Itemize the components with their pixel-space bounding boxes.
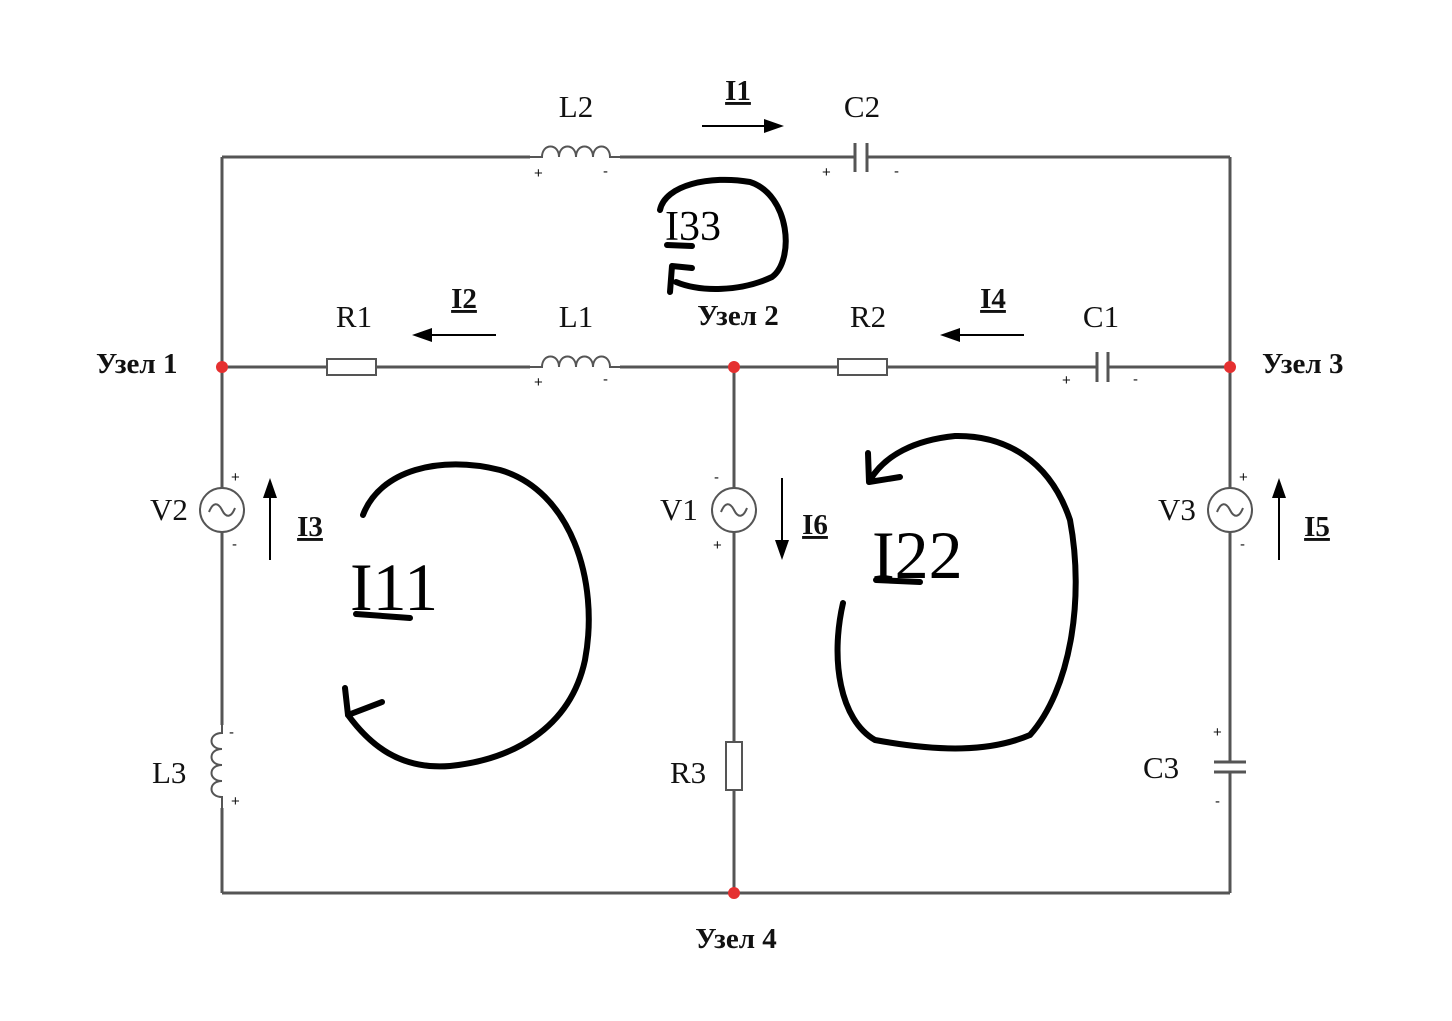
inductor-l3: - +	[210, 724, 240, 810]
l2-minus: -	[603, 163, 608, 180]
l1-minus: -	[603, 371, 608, 388]
label-i3: I3	[297, 511, 323, 543]
label-v2: V2	[150, 492, 188, 527]
l3-plus: +	[231, 793, 240, 810]
label-l2: L2	[559, 89, 593, 124]
node-labels: Узел 1 Узел 2 Узел 3 Узел 4	[96, 300, 1343, 955]
loop-i33-arrowhead	[667, 263, 695, 295]
label-c1: C1	[1083, 299, 1119, 334]
loop-i22-underline	[873, 577, 923, 585]
l1-plus: +	[534, 374, 543, 391]
v3-minus: -	[1240, 536, 1245, 553]
label-i1: I1	[725, 75, 751, 107]
v1-plus: +	[713, 537, 722, 554]
label-node-4: Узел 4	[695, 923, 776, 955]
label-node-1: Узел 1	[96, 348, 177, 380]
node-3-dot	[1224, 361, 1236, 373]
source-v1: - +	[711, 469, 757, 554]
loop-i11-underline	[353, 611, 413, 621]
resistor-r2	[837, 358, 888, 376]
c2-plus: +	[822, 164, 831, 181]
label-c2: C2	[844, 89, 880, 124]
inductor-l2: + -	[530, 145, 620, 182]
label-l3: L3	[152, 755, 186, 790]
resistor-r1	[326, 358, 377, 376]
wires	[220, 155, 1232, 895]
l2-plus: +	[534, 165, 543, 182]
c3-minus: -	[1215, 793, 1220, 810]
source-v3: + -	[1207, 469, 1253, 553]
node-4-dot	[728, 887, 740, 899]
label-r3: R3	[670, 755, 706, 790]
loop-i11-arc	[345, 461, 592, 770]
capacitor-c2: + -	[822, 143, 899, 181]
v1-minus: -	[714, 469, 719, 486]
l3-minus: -	[229, 724, 234, 741]
label-i6: I6	[802, 509, 828, 541]
label-r1: R1	[336, 299, 372, 334]
label-i4: I4	[980, 283, 1006, 315]
node-1-dot	[216, 361, 228, 373]
resistor-r3	[725, 741, 743, 791]
v2-minus: -	[232, 536, 237, 553]
label-l1: L1	[559, 299, 593, 334]
component-labels: L2 C2 R1 L1 R2 C1 V2 V1 V3 L3 R3 C3	[150, 89, 1196, 790]
c1-minus: -	[1133, 371, 1138, 388]
v2-plus: +	[231, 469, 240, 486]
source-v2: + -	[199, 469, 245, 553]
label-i5: I5	[1304, 511, 1330, 543]
current-arrows	[263, 119, 1286, 560]
loop-i33: I33	[657, 176, 789, 295]
inductor-l1: + -	[530, 355, 620, 391]
capacitor-c1: + -	[1062, 352, 1138, 389]
label-node-3: Узел 3	[1262, 348, 1343, 380]
capacitor-c3: + -	[1213, 724, 1246, 810]
node-2-dot	[728, 361, 740, 373]
v3-plus: +	[1239, 469, 1248, 486]
current-labels: I1 I2 I4 I3 I6 I5	[297, 75, 1330, 543]
label-r2: R2	[850, 299, 886, 334]
loop-i22: I22	[834, 432, 1079, 752]
loop-i33-underline	[664, 242, 695, 249]
c2-minus: -	[894, 163, 899, 180]
label-node-2: Узел 2	[697, 300, 778, 332]
loop-i11-arrowhead	[342, 685, 385, 718]
label-v1: V1	[660, 492, 698, 527]
label-v3: V3	[1158, 492, 1196, 527]
c3-plus: +	[1213, 724, 1222, 741]
c1-plus: +	[1062, 372, 1071, 389]
loop-i22-arc	[834, 432, 1079, 752]
loop-i33-arc	[657, 176, 789, 292]
label-i2: I2	[451, 283, 477, 315]
loop-i11: I11	[342, 461, 592, 770]
label-c3: C3	[1143, 750, 1179, 785]
loop-i22-arrowhead	[865, 450, 903, 485]
